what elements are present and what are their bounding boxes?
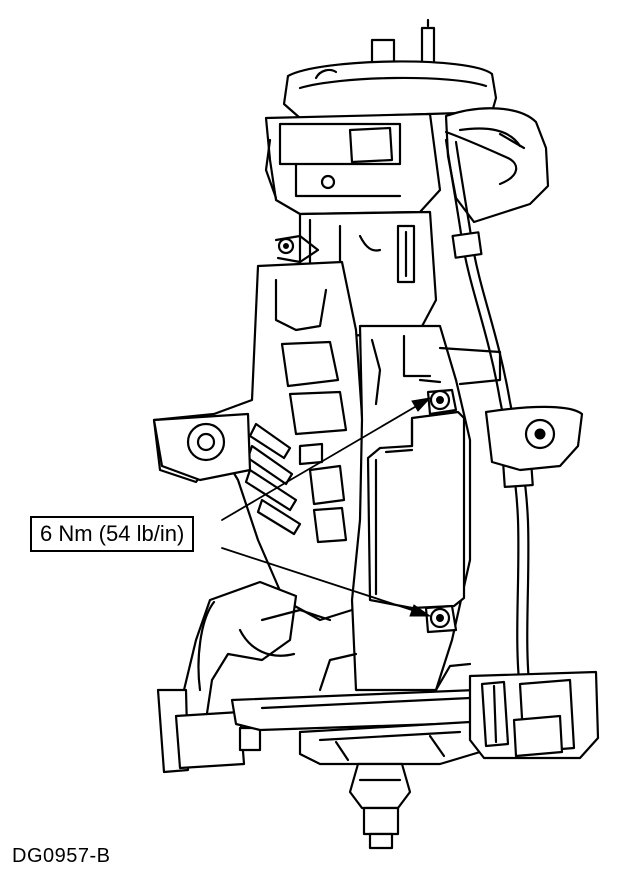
left-mounting-ear bbox=[152, 412, 252, 482]
lower-rear-bracket bbox=[298, 720, 482, 766]
figure-id: DG0957-B bbox=[12, 845, 111, 867]
right-mounting-ear bbox=[484, 405, 584, 472]
upper-housing bbox=[264, 112, 442, 216]
right-lower-connector bbox=[468, 670, 600, 760]
lower-left-bracket bbox=[178, 580, 332, 726]
right-cover bbox=[444, 107, 550, 224]
lower-bolt bbox=[424, 604, 458, 634]
top-cap bbox=[282, 60, 498, 120]
left-clamp bbox=[156, 688, 262, 774]
electronic-module bbox=[366, 410, 466, 610]
torque-callout-label: 6 Nm (54 lb/in) bbox=[30, 516, 195, 552]
callout-leaders bbox=[221, 397, 432, 617]
lower-shaft bbox=[348, 762, 412, 850]
lower-crossbar bbox=[230, 652, 502, 732]
upper-bolt bbox=[426, 388, 458, 416]
